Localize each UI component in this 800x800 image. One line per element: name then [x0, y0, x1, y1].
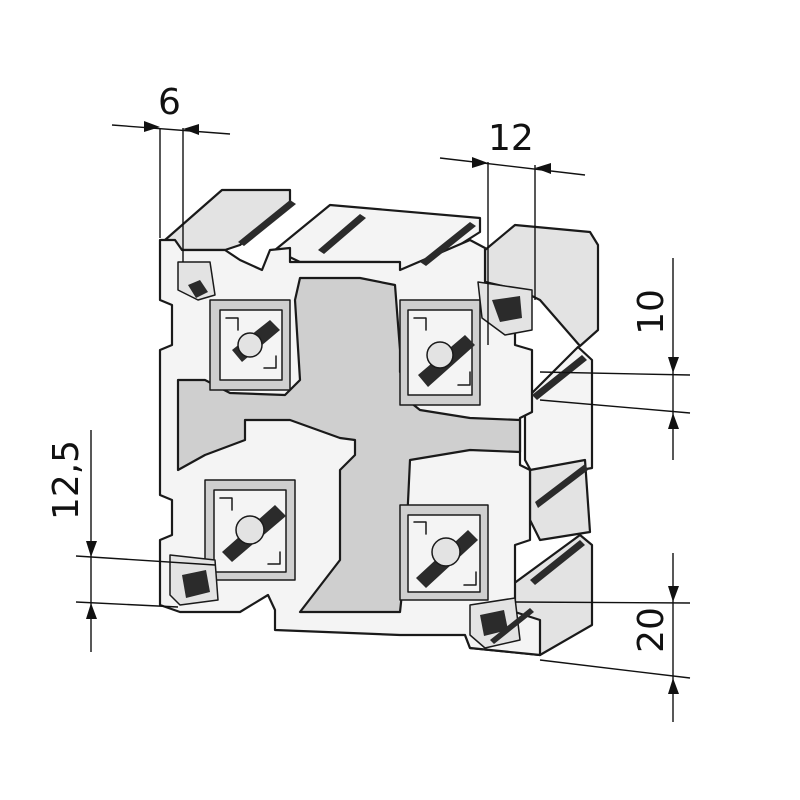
dimension-offset: 12,5 [46, 430, 216, 652]
dimension-label-offset: 12,5 [46, 440, 87, 520]
t-slot-top-left [177, 261, 291, 391]
center-cross-cavity [176, 276, 522, 614]
right-slot-groove-2 [535, 464, 588, 508]
right-upper-face [523, 345, 594, 480]
top-left-slot-groove [238, 200, 296, 246]
dimension-label-pitch: 20 [631, 607, 672, 653]
dimension-pitch: 20 [514, 553, 691, 722]
profile-extrusion [158, 188, 600, 657]
right-slot-groove [532, 355, 587, 400]
top-slot-groove-2 [420, 222, 476, 266]
top-slot-groove [318, 214, 366, 254]
bottom-right-slot-groove-2 [490, 608, 534, 644]
t-slot-bottom-left [169, 479, 296, 606]
dimension-label-slot-opening: 12 [488, 118, 534, 159]
t-slot-bottom-right [399, 504, 521, 649]
dimension-label-slot-depth: 10 [631, 289, 672, 335]
t-slot-top-right [399, 281, 533, 406]
dimension-label-slot-width: 6 [158, 82, 181, 123]
dimension-slot-depth: 10 [539, 258, 691, 460]
bottom-right-slot-groove [530, 540, 585, 585]
dimension-slot-width: 6 [111, 82, 231, 262]
dimension-slot-opening: 12 [439, 118, 586, 345]
